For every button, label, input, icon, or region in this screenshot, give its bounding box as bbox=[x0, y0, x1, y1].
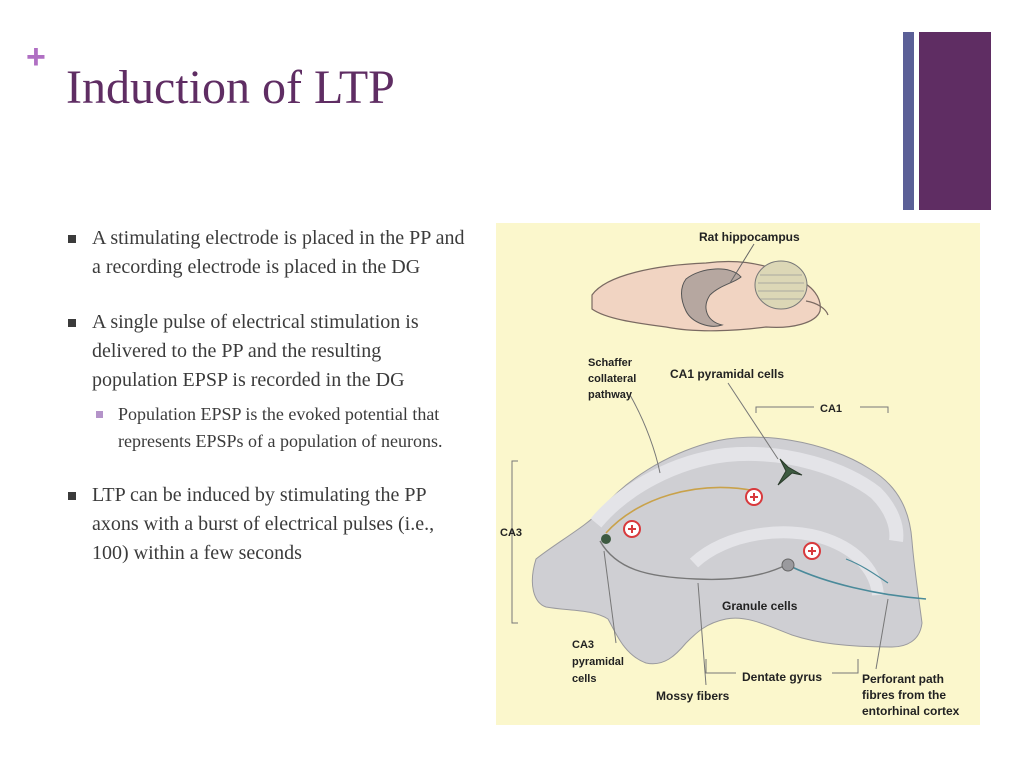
bullet-item: A single pulse of electrical stimulation… bbox=[66, 308, 466, 455]
hippocampus-diagram: Rat hippocampus bbox=[496, 223, 980, 725]
schaffer-leader-line bbox=[629, 394, 661, 474]
ca1-cells-leader-line bbox=[727, 382, 779, 460]
bullet-marker bbox=[68, 235, 76, 243]
ca3-pyramidal-cell bbox=[601, 534, 611, 544]
ca1-bracket bbox=[755, 406, 889, 413]
schaffer-pathway-line bbox=[605, 486, 757, 534]
label-schaffer-1: Schaffer bbox=[588, 357, 633, 369]
label-ca3-cells-3: cells bbox=[572, 673, 596, 685]
rat-brain-illustration bbox=[591, 260, 829, 332]
sub-bullet-text: Population EPSP is the evoked potential … bbox=[118, 404, 443, 451]
label-perforant-3: entorhinal cortex bbox=[862, 704, 960, 718]
granule-layer bbox=[689, 526, 884, 596]
perforant-arrow bbox=[845, 558, 889, 584]
ca1-pyramidal-cell bbox=[777, 458, 803, 486]
bullet-list: A stimulating electrode is placed in the… bbox=[66, 224, 466, 594]
accent-bar-thin bbox=[903, 32, 914, 210]
label-ca1: CA1 bbox=[820, 403, 842, 415]
label-perforant-1: Perforant path bbox=[862, 672, 944, 686]
mossy-leader-line bbox=[697, 582, 707, 686]
label-ca1-pyramidal: CA1 pyramidal cells bbox=[670, 367, 784, 381]
sub-bullet-marker bbox=[96, 411, 103, 418]
slide-title: Induction of LTP bbox=[66, 61, 395, 114]
label-ca3-cells-2: pyramidal bbox=[572, 656, 624, 668]
bullet-text: A single pulse of electrical stimulation… bbox=[92, 311, 419, 391]
diagram-title: Rat hippocampus bbox=[699, 230, 800, 244]
bullet-item: A stimulating electrode is placed in the… bbox=[66, 224, 466, 282]
label-ca3-cells-1: CA3 bbox=[572, 639, 594, 651]
granule-cell bbox=[781, 558, 795, 572]
ca3-cells-leader-line bbox=[603, 550, 617, 644]
bullet-item: LTP can be induced by stimulating the PP… bbox=[66, 481, 466, 568]
ca3-bracket bbox=[511, 460, 518, 624]
stimulating-electrode-icon bbox=[803, 542, 821, 560]
hippocampus-diagram-svg: Rat hippocampus bbox=[496, 223, 980, 725]
bullet-marker bbox=[68, 492, 76, 500]
mossy-fiber-line bbox=[599, 540, 787, 581]
label-granule-cells: Granule cells bbox=[722, 599, 798, 613]
ca-layer bbox=[590, 446, 904, 542]
perforant-path-line bbox=[791, 566, 927, 600]
plus-icon: + bbox=[26, 38, 46, 76]
label-mossy-fibers: Mossy fibers bbox=[656, 689, 730, 703]
label-dentate-gyrus: Dentate gyrus bbox=[742, 670, 822, 684]
recording-electrode-icon bbox=[623, 520, 641, 538]
perforant-leader-line bbox=[875, 598, 889, 670]
label-schaffer-2: collateral bbox=[588, 373, 636, 385]
bullet-text: A stimulating electrode is placed in the… bbox=[92, 227, 465, 278]
label-schaffer-3: pathway bbox=[588, 389, 633, 401]
label-ca3: CA3 bbox=[500, 527, 522, 539]
title-leader-line bbox=[729, 243, 755, 284]
accent-bar bbox=[919, 32, 991, 210]
bullet-marker bbox=[68, 319, 76, 327]
label-perforant-2: fibres from the bbox=[862, 688, 946, 702]
sub-bullet-item: Population EPSP is the evoked potential … bbox=[92, 401, 466, 455]
bullet-text: LTP can be induced by stimulating the PP… bbox=[92, 484, 435, 564]
recording-electrode-icon bbox=[745, 488, 763, 506]
dentate-bracket bbox=[705, 659, 859, 674]
